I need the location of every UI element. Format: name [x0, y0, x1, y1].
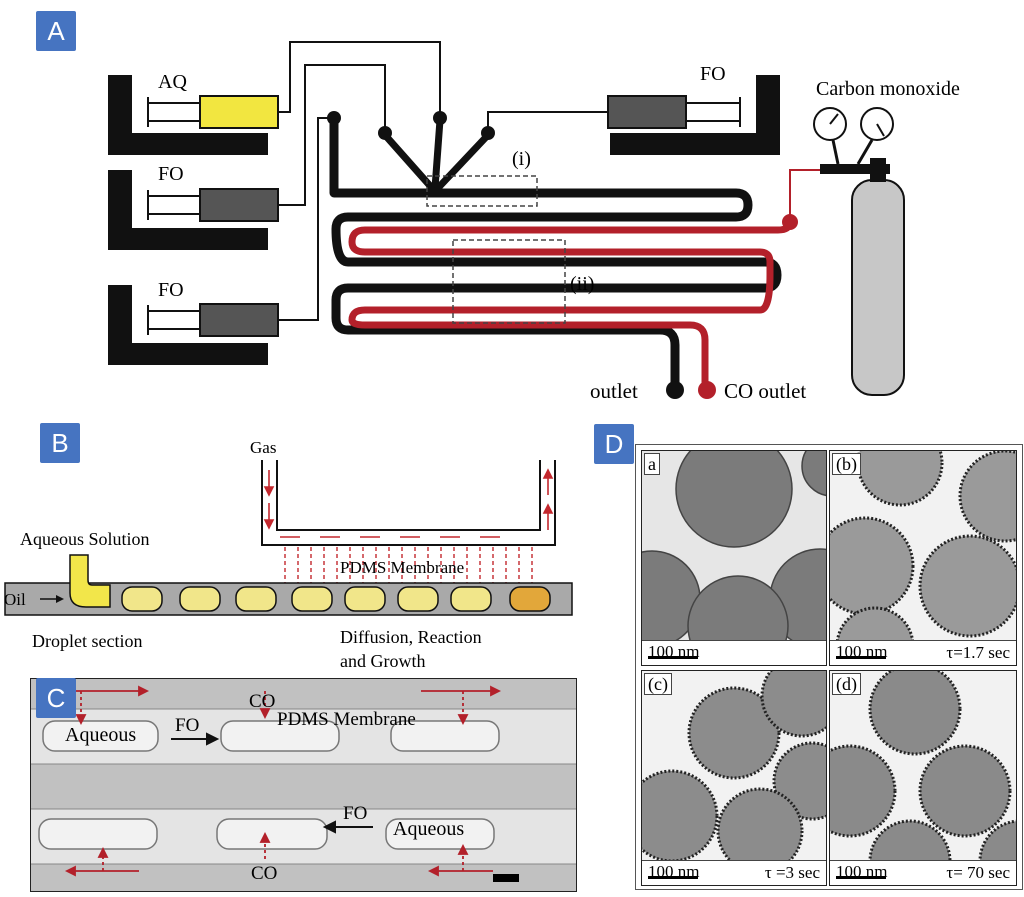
label-diffusion-2: and Growth [340, 651, 425, 671]
scale-bar-c [493, 874, 519, 882]
label-gas: Gas [250, 438, 276, 457]
label-oil: Oil [4, 590, 26, 609]
scale-bar-b [836, 656, 886, 659]
tem-label-c: (c) [644, 673, 672, 695]
label-fo-right: FO [700, 63, 726, 85]
label-aqueous-left: Aqueous [65, 724, 136, 746]
panel-c-micrograph: CO PDMS Membrane Aqueous FO FO Aqueous C… [30, 678, 577, 892]
label-co-outlet: CO outlet [724, 379, 806, 403]
scale-text-b: 100 nm [836, 642, 888, 661]
scale-bar-c-tem [648, 876, 698, 879]
label-fo-1: FO [158, 163, 184, 185]
fo-arrows-c [171, 732, 373, 834]
inlet-junction [381, 116, 492, 192]
label-fo-top: FO [175, 715, 199, 736]
pump-stand-aq [108, 75, 268, 155]
tem-image-d: (d) 100 nm τ= 70 sec [829, 670, 1017, 886]
panel-tag-a: A [36, 11, 76, 51]
panel-b-diagram: Gas Aqueous Solution Oil PDMS Membrane D… [4, 438, 573, 671]
tem-image-a: a 100 nm [641, 450, 827, 666]
outlet-port [666, 381, 684, 399]
label-fo-bottom: FO [343, 803, 367, 824]
label-aq: AQ [158, 71, 187, 93]
label-fo-2: FO [158, 279, 184, 301]
microdroplets [38, 720, 500, 850]
zone-ii-box [452, 239, 566, 324]
inlet-ports [327, 111, 495, 140]
syringe-fo-1 [147, 188, 279, 222]
tau-text-b: τ=1.7 sec [946, 643, 1010, 662]
label-diffusion-1: Diffusion, Reaction [340, 627, 482, 647]
gas-channel [348, 221, 794, 390]
pump-stand-fo-2 [108, 285, 268, 365]
tem-footer-d: 100 nm τ= 70 sec [830, 860, 1016, 885]
label-pdms-membrane-c: PDMS Membrane [277, 709, 416, 730]
scale-text-a: 100 nm [648, 642, 700, 661]
tem-image-c: (c) 100 nm τ =3 sec [641, 670, 827, 886]
pump-stand-fo-1 [108, 170, 268, 250]
syringe-aq [147, 95, 279, 129]
scale-bar-a [648, 656, 698, 659]
label-zone-i: (i) [512, 148, 531, 170]
tau-text-d: τ= 70 sec [946, 863, 1010, 882]
droplets [121, 586, 551, 612]
tem-image-b: (b) 100 nm τ=1.7 sec [829, 450, 1017, 666]
panel-tag-b: B [40, 423, 80, 463]
label-co-top: CO [249, 691, 275, 712]
scale-text-c: 100 nm [648, 862, 700, 881]
tem-label-d: (d) [832, 673, 861, 695]
zone-i-box [426, 175, 538, 207]
aqueous-inlet [69, 554, 111, 608]
gas-flow-arrows [263, 468, 554, 538]
co-outlet-port [698, 381, 716, 399]
label-pdms-membrane: PDMS Membrane [340, 558, 464, 577]
syringe-fo-right [607, 95, 741, 129]
label-carbon-monoxide: Carbon monoxide [816, 78, 960, 100]
syringe-fo-2 [147, 303, 279, 337]
label-droplet-section: Droplet section [32, 631, 142, 651]
tem-footer-c: 100 nm τ =3 sec [642, 860, 826, 885]
label-aqueous-solution: Aqueous Solution [20, 529, 150, 549]
panel-tag-d: D [594, 424, 634, 464]
tem-footer-a: 100 nm [642, 640, 826, 665]
tem-label-a: a [644, 453, 660, 475]
tau-text-c: τ =3 sec [764, 863, 820, 882]
scale-bar-d [836, 876, 886, 879]
label-zone-ii: (ii) [570, 273, 594, 295]
panel-tag-c: C [36, 678, 76, 718]
label-co-bottom: CO [251, 863, 277, 884]
co-tank [813, 107, 905, 396]
panel-a-diagram: AQ FO FO FO Carbon monoxide (i) (ii) out… [108, 41, 960, 403]
label-aqueous-right: Aqueous [393, 818, 464, 840]
tubing [278, 41, 608, 321]
tem-footer-b: 100 nm τ=1.7 sec [830, 640, 1016, 665]
scale-text-d: 100 nm [836, 862, 888, 881]
tem-label-b: (b) [832, 453, 861, 475]
label-outlet: outlet [590, 379, 638, 403]
pump-stand-fo-right [610, 75, 780, 155]
gas-arrows-c [64, 685, 502, 877]
